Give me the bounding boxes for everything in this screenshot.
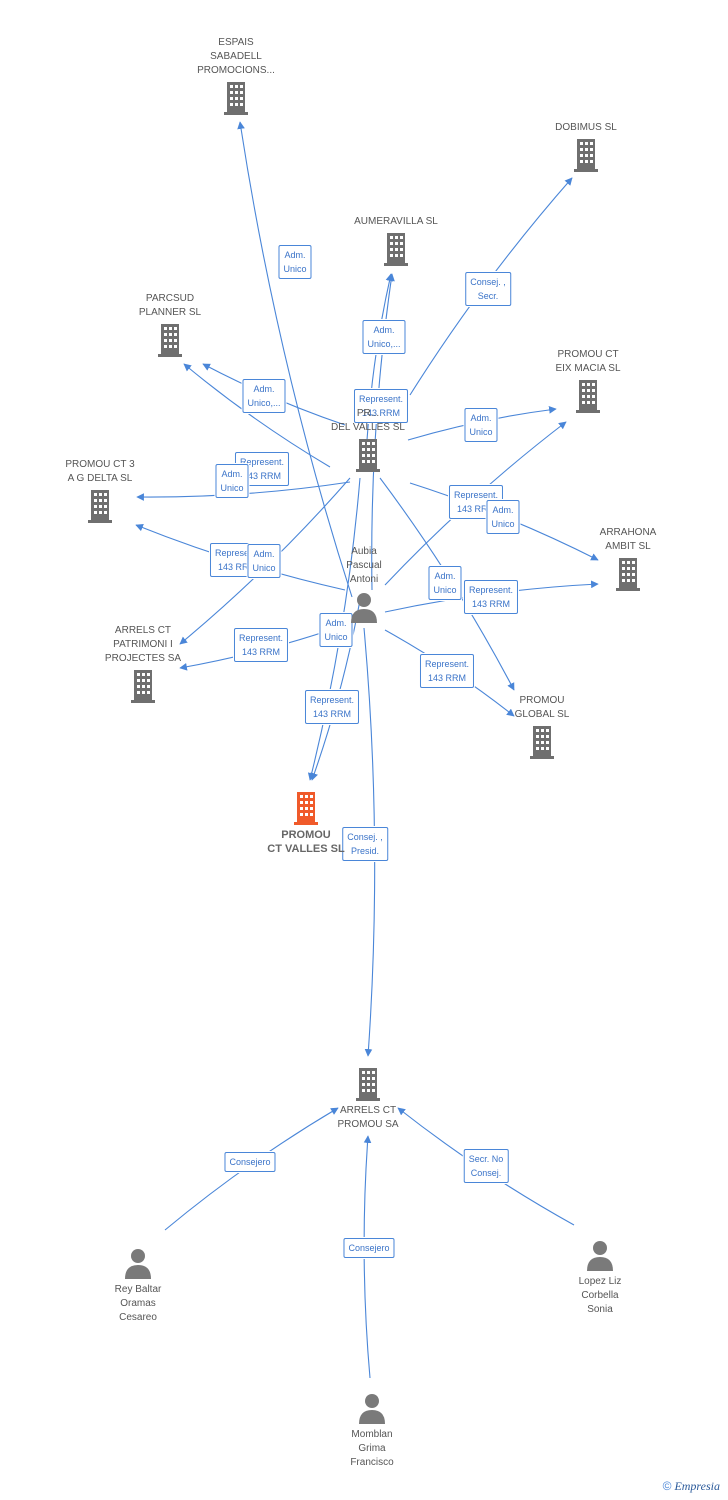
company-node-global[interactable]: PROMOU GLOBAL SL	[467, 694, 617, 762]
edge-role-label[interactable]: Represent. 143 RRM	[353, 389, 409, 423]
node-label: PARCSUD PLANNER SL	[138, 293, 202, 318]
node-label: Rey Baltar Oramas Cesareo	[114, 1284, 162, 1323]
node-label: ARRAHONA AMBIT SL	[599, 527, 657, 552]
company-node-espais[interactable]: ESPAIS SABADELL PROMOCIONS...	[161, 36, 311, 118]
edge-role-label[interactable]: Represent. 143 RRM	[448, 485, 504, 519]
node-label: ARRELS CT PATRIMONI I PROJECTES SA	[104, 625, 182, 664]
person-icon	[352, 1388, 392, 1428]
edge-role-label[interactable]: Represent. 143 RRM	[463, 580, 519, 614]
company-node-aumeravilla[interactable]: AUMERAVILLA SL	[321, 215, 471, 269]
edge-role-label[interactable]: Adm. Unico	[215, 464, 249, 498]
copyright-icon: ©	[662, 1479, 672, 1493]
node-label: ESPAIS SABADELL PROMOCIONS...	[197, 37, 275, 76]
building-icon	[608, 554, 648, 594]
person-node-rey[interactable]: Rey Baltar Oramas Cesareo	[63, 1243, 213, 1325]
edge-role-label[interactable]: Adm. Unico	[428, 566, 462, 600]
building-icon	[348, 435, 388, 475]
company-node-delta[interactable]: PROMOU CT 3 A G DELTA SL	[25, 458, 175, 526]
building-icon	[566, 135, 606, 175]
edge-role-label[interactable]: Adm. Unico	[247, 544, 281, 578]
company-node-arrelspromou[interactable]: ARRELS CT PROMOU SA	[293, 1064, 443, 1132]
person-icon	[580, 1235, 620, 1275]
edge-role-label[interactable]: Represent. 143 RRM	[304, 690, 360, 724]
brand-name: Empresia	[674, 1479, 720, 1493]
building-icon	[150, 320, 190, 360]
company-node-delvalles[interactable]: PR... DEL VALLES SL	[293, 407, 443, 475]
edge-role-label[interactable]: Adm. Unico,...	[242, 379, 286, 413]
person-icon	[118, 1243, 158, 1283]
node-label: PROMOU CT EIX MACIA SL	[555, 349, 621, 374]
node-label: PROMOU CT VALLES SL	[267, 829, 345, 855]
person-node-aubia[interactable]: Aubia Pascual Antoni	[289, 545, 439, 627]
node-label: AUMERAVILLA SL	[354, 216, 438, 227]
person-node-momblan[interactable]: Momblan Grima Francisco	[297, 1388, 447, 1470]
person-icon	[344, 587, 384, 627]
edge-line	[183, 363, 331, 468]
node-label: Momblan Grima Francisco	[350, 1429, 394, 1468]
edge-role-label[interactable]: Consej. , Presid.	[342, 827, 388, 861]
edge-role-label[interactable]: Adm. Unico	[319, 613, 353, 647]
node-label: DOBIMUS SL	[555, 122, 617, 133]
edge-role-label[interactable]: Adm. Unico	[486, 500, 520, 534]
building-icon	[216, 78, 256, 118]
building-icon	[286, 788, 326, 828]
node-label: PR... DEL VALLES SL	[331, 408, 405, 433]
building-icon	[348, 1064, 388, 1104]
building-icon	[522, 722, 562, 762]
node-label: PROMOU CT 3 A G DELTA SL	[65, 459, 135, 484]
company-node-dobimus[interactable]: DOBIMUS SL	[511, 121, 661, 175]
edge-role-label[interactable]: Consej. , Secr.	[465, 272, 511, 306]
company-node-parcsud[interactable]: PARCSUD PLANNER SL	[95, 292, 245, 360]
building-icon	[123, 666, 163, 706]
edge-role-label[interactable]: Represent. 143 RRM	[233, 628, 289, 662]
building-icon	[568, 376, 608, 416]
edge-line	[371, 273, 395, 591]
building-icon	[376, 229, 416, 269]
edge-role-label[interactable]: Consejero	[343, 1238, 395, 1258]
edge-line	[237, 121, 353, 598]
person-node-lopez[interactable]: Lopez Liz Corbella Sonia	[525, 1235, 675, 1317]
company-node-ctvalles[interactable]: PROMOU CT VALLES SL	[231, 788, 381, 856]
edge-role-label[interactable]: Consejero	[224, 1152, 276, 1172]
edge-role-label[interactable]: Adm. Unico	[278, 245, 312, 279]
company-node-eixmacia[interactable]: PROMOU CT EIX MACIA SL	[513, 348, 663, 416]
edge-role-label[interactable]: Adm. Unico,...	[362, 320, 406, 354]
node-label: ARRELS CT PROMOU SA	[337, 1105, 399, 1130]
node-label: PROMOU GLOBAL SL	[514, 695, 570, 720]
company-node-arrelspatrimoni[interactable]: ARRELS CT PATRIMONI I PROJECTES SA	[68, 624, 218, 706]
edge-role-label[interactable]: Represent. 143 RRM	[419, 654, 475, 688]
building-icon	[80, 486, 120, 526]
edge-role-label[interactable]: Secr. No Consej.	[463, 1149, 509, 1183]
edge-role-label[interactable]: Adm. Unico	[464, 408, 498, 442]
node-label: Aubia Pascual Antoni	[346, 546, 382, 585]
node-label: Lopez Liz Corbella Sonia	[578, 1276, 622, 1315]
company-node-arrahona[interactable]: ARRAHONA AMBIT SL	[553, 526, 703, 594]
empresia-brand[interactable]: © Empresia	[663, 1479, 720, 1494]
